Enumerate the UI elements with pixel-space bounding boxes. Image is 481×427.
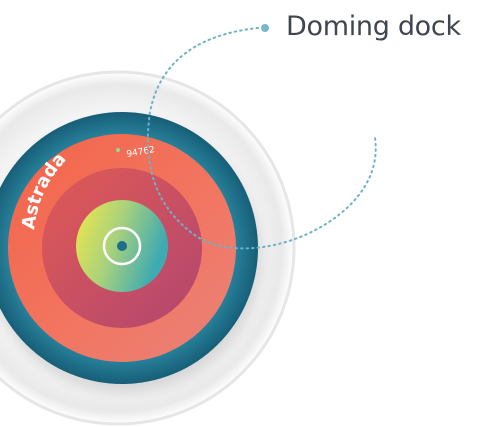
core-dot: [117, 241, 127, 251]
callout-label: Doming dock: [286, 11, 461, 42]
dot-icon: [261, 24, 269, 32]
halo-rim: [0, 70, 296, 426]
callout-line: [146, 27, 377, 250]
bullseye-icon: [102, 226, 142, 266]
label-separator-dot: [115, 147, 121, 153]
